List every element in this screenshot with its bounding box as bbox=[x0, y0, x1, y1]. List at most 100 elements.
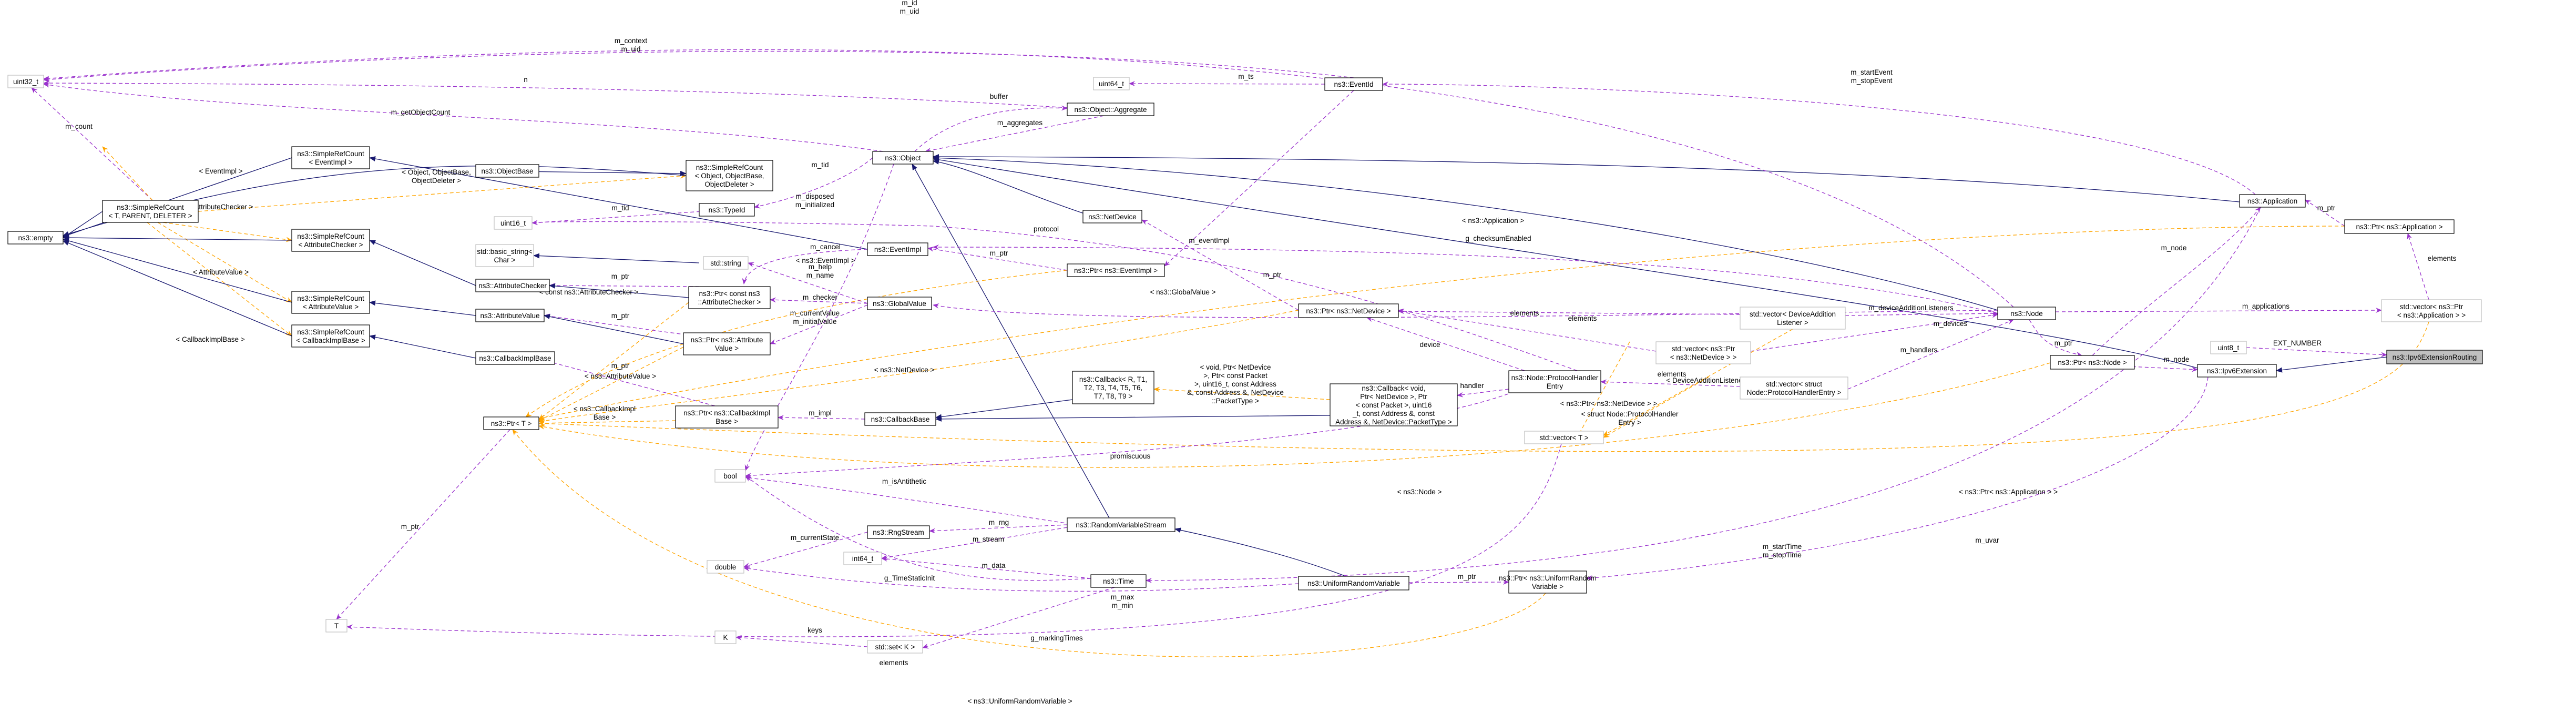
edge-label-line: keys bbox=[807, 626, 822, 634]
class-node-label: ns3::RngStream bbox=[873, 528, 924, 536]
class-node-srcattrchk[interactable]: ns3::SimpleRefCount< AttributeChecker > bbox=[291, 229, 370, 252]
inherit-edge-path bbox=[369, 334, 476, 359]
class-node-callbackbase[interactable]: ns3::CallbackBase bbox=[864, 412, 936, 426]
class-node-node[interactable]: ns3::Node bbox=[1997, 307, 2056, 320]
class-node-uniform[interactable]: ns3::UniformRandomVariable bbox=[1298, 576, 1409, 590]
class-node-label-line: std::basic_string< bbox=[477, 248, 533, 256]
class-node-box bbox=[1330, 383, 1458, 426]
usage-edge-path bbox=[778, 415, 865, 421]
usage-edge-path bbox=[770, 304, 868, 344]
class-node-eventimpl[interactable]: ns3::EventImpl bbox=[867, 242, 928, 256]
usage-edge bbox=[914, 105, 1068, 152]
edge-label-line: m_ts bbox=[1238, 73, 1254, 80]
edge-label: m_aggregates bbox=[997, 119, 1043, 127]
class-node-time[interactable]: ns3::Time bbox=[1090, 574, 1147, 588]
class-node-eventid[interactable]: ns3::EventId bbox=[1324, 77, 1383, 91]
class-node-label: ns3::SimpleRefCount< T, PARENT, DELETER … bbox=[108, 203, 192, 220]
edge-label: m_stream bbox=[973, 535, 1004, 543]
class-node-label-line: std::set< K > bbox=[875, 643, 915, 651]
class-node-box bbox=[494, 216, 533, 230]
class-node-ptrT[interactable]: ns3::Ptr< T > bbox=[483, 416, 539, 430]
inherit-edge bbox=[533, 253, 700, 263]
class-node-label: uint32_t bbox=[13, 78, 38, 86]
class-node-callbacktpl[interactable]: ns3::Callback< R, T1,T2, T3, T4, T5, T6,… bbox=[1072, 371, 1154, 404]
edge-label-line: < ns3::AttributeValue > bbox=[585, 372, 656, 380]
class-node-srctpl[interactable]: ns3::SimpleRefCount< T, PARENT, DELETER … bbox=[102, 200, 199, 223]
class-node-label-line: ns3::Object::Aggregate bbox=[1074, 106, 1147, 114]
edge-label: m_ptr bbox=[611, 272, 630, 280]
template-edge-path bbox=[538, 347, 684, 421]
class-node-box bbox=[1655, 341, 1751, 364]
class-node-srccbimpl[interactable]: ns3::SimpleRefCount< CallbackImplBase > bbox=[291, 324, 370, 348]
class-node-ipv6ext[interactable]: ns3::Ipv6ExtensionRouting bbox=[2386, 350, 2483, 364]
class-node-box bbox=[675, 405, 779, 429]
class-node-box bbox=[325, 619, 347, 633]
class-node-ptreventimpl[interactable]: ns3::Ptr< ns3::EventImpl > bbox=[1067, 263, 1165, 277]
class-node-globalvalue[interactable]: ns3::GlobalValue bbox=[867, 297, 932, 310]
edge-label-line: m_max bbox=[1111, 593, 1134, 601]
class-node-application[interactable]: ns3::Application bbox=[2239, 194, 2306, 208]
class-node-ptrapp[interactable]: ns3::Ptr< ns3::Application > bbox=[2344, 219, 2455, 234]
class-node-ptrattrchk[interactable]: ns3::Ptr< const ns3::AttributeChecker > bbox=[688, 286, 771, 309]
edge-label: g_checksumEnabled bbox=[1465, 235, 1531, 242]
class-node-box bbox=[867, 525, 930, 539]
class-node-box bbox=[843, 552, 882, 565]
class-node-objectbase[interactable]: ns3::ObjectBase bbox=[475, 164, 539, 178]
class-node-object[interactable]: ns3::Object bbox=[872, 151, 934, 165]
usage-edge-path bbox=[1457, 389, 1509, 398]
class-node-label: ns3::UniformRandomVariable bbox=[1307, 579, 1400, 587]
usage-edge-path bbox=[43, 49, 2014, 308]
class-node-label: ns3::Time bbox=[1103, 577, 1134, 585]
class-node-label-line: T7, T8, T9 > bbox=[1094, 392, 1133, 400]
class-node-box bbox=[291, 291, 370, 314]
usage-edge bbox=[346, 443, 1562, 637]
class-node-box bbox=[1740, 307, 1846, 330]
class-node-ipv6extension[interactable]: ns3::Ipv6Extension bbox=[2197, 364, 2277, 378]
class-node-attrvalue[interactable]: ns3::AttributeValue bbox=[475, 309, 545, 322]
class-node-callbackbig[interactable]: ns3::Callback< void,Ptr< NetDevice >, Pt… bbox=[1330, 383, 1458, 426]
class-node-typeid[interactable]: ns3::TypeId bbox=[699, 203, 755, 217]
class-node-netdevice[interactable]: ns3::NetDevice bbox=[1082, 210, 1142, 223]
class-node-label-line: ns3::Ptr< ns3::Node > bbox=[2058, 359, 2127, 366]
class-node-srcattrval[interactable]: ns3::SimpleRefCount< AttributeValue > bbox=[291, 291, 370, 314]
class-node-aggregate[interactable]: ns3::Object::Aggregate bbox=[1067, 103, 1154, 116]
class-node-vecptrapp: std::vector< ns3::Ptr< ns3::Application … bbox=[2381, 299, 2482, 322]
edge-label: m_deviceAdditionListeners bbox=[1868, 304, 1954, 312]
edge-label: keys bbox=[807, 626, 822, 634]
usage-edge-path bbox=[929, 524, 1068, 534]
class-node-label: ns3::CallbackBase bbox=[871, 415, 930, 423]
edge-label-line: < DeviceAdditionListener > bbox=[1666, 376, 1751, 384]
edge-label-line: m_ptr bbox=[1458, 573, 1476, 580]
edge-label: g_TimeStaticInit bbox=[884, 574, 935, 582]
class-node-box bbox=[1298, 303, 1399, 318]
class-node-attrchecker[interactable]: ns3::AttributeChecker bbox=[475, 279, 550, 292]
usage-edge-path bbox=[2092, 207, 2261, 356]
class-node-empty[interactable]: ns3::empty bbox=[7, 231, 64, 245]
class-node-rngstream[interactable]: ns3::RngStream bbox=[867, 525, 930, 539]
class-node-box bbox=[714, 469, 746, 483]
class-node-srceventimpl[interactable]: ns3::SimpleRefCount< EventImpl > bbox=[291, 146, 370, 169]
class-node-srcobj[interactable]: ns3::SimpleRefCount< Object, ObjectBase,… bbox=[686, 160, 773, 191]
class-node-cbimplbase[interactable]: ns3::CallbackImplBase bbox=[475, 351, 555, 365]
class-node-label: std::vector< T > bbox=[1539, 434, 1588, 442]
edge-label-line: protocol bbox=[1034, 225, 1059, 233]
class-node-ptrnode[interactable]: ns3::Ptr< ns3::Node > bbox=[2050, 355, 2135, 370]
edge-label-line: g_checksumEnabled bbox=[1465, 235, 1531, 242]
edge-label-line: < ns3::NetDevice > bbox=[874, 366, 935, 374]
inherit-edge-path bbox=[933, 154, 2240, 202]
class-node-rvs[interactable]: ns3::RandomVariableStream bbox=[1067, 517, 1175, 532]
inherit-edge-path bbox=[369, 240, 476, 286]
usage-edge bbox=[31, 87, 153, 201]
edge-label-line: m_node bbox=[2161, 244, 2187, 252]
class-node-ptrnd[interactable]: ns3::Ptr< ns3::NetDevice > bbox=[1298, 303, 1399, 318]
class-node-box bbox=[707, 560, 744, 574]
usage-edge-path bbox=[1366, 317, 1525, 371]
class-node-label-line: < AttributeValue > bbox=[303, 303, 359, 311]
